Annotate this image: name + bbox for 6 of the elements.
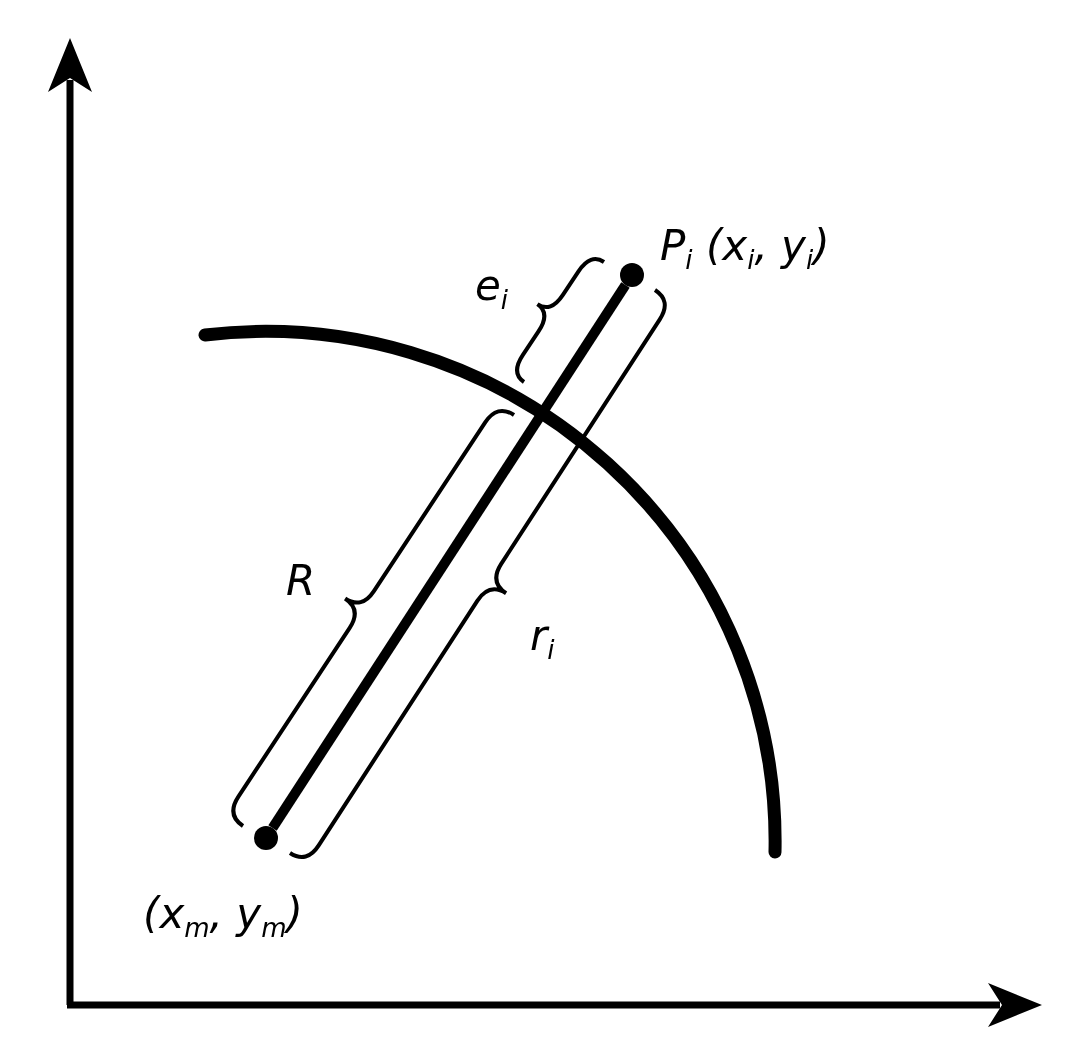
point-label: P$_{i}$ (x$_{i}$, y$_{i}$) (660, 225, 830, 274)
point-label: (x$_{m}$, y$_{m}$) (143, 893, 303, 942)
dimension-label: R (286, 560, 316, 602)
dimension-label: e$_{i}$ (475, 265, 509, 314)
dimension-label: r$_{i}$ (530, 615, 555, 664)
radius-line (268, 282, 630, 831)
